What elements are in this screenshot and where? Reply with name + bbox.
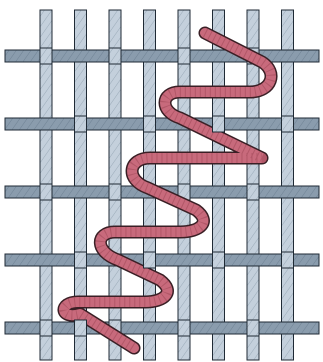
- horizontal-bar: [5, 118, 319, 130]
- vertical-bar-crossing: [282, 116, 294, 132]
- vertical-bar-crossing: [144, 116, 156, 132]
- vertical-bar-crossing: [40, 184, 52, 200]
- vertical-bar-over-thread: [247, 184, 259, 200]
- horizontal-bar: [5, 254, 319, 266]
- vertical-bar-crossing: [247, 320, 259, 336]
- vertical-bar-crossing: [75, 252, 87, 268]
- vertical-bar-crossing: [282, 252, 294, 268]
- vertical-bar-crossing: [178, 320, 190, 336]
- vertical-bar-crossing: [213, 252, 225, 268]
- vertical-bar-crossing: [178, 48, 190, 64]
- vertical-bar-over-thread: [109, 184, 121, 200]
- vertical-bar-over-thread: [213, 116, 225, 132]
- vertical-bar-over-thread: [75, 320, 87, 336]
- vertical-bar-crossing: [75, 116, 87, 132]
- vertical-bar-crossing: [40, 48, 52, 64]
- vertical-bar-over-thread: [144, 252, 156, 268]
- vertical-bar-crossing: [109, 48, 121, 64]
- vertical-bar-crossing: [40, 320, 52, 336]
